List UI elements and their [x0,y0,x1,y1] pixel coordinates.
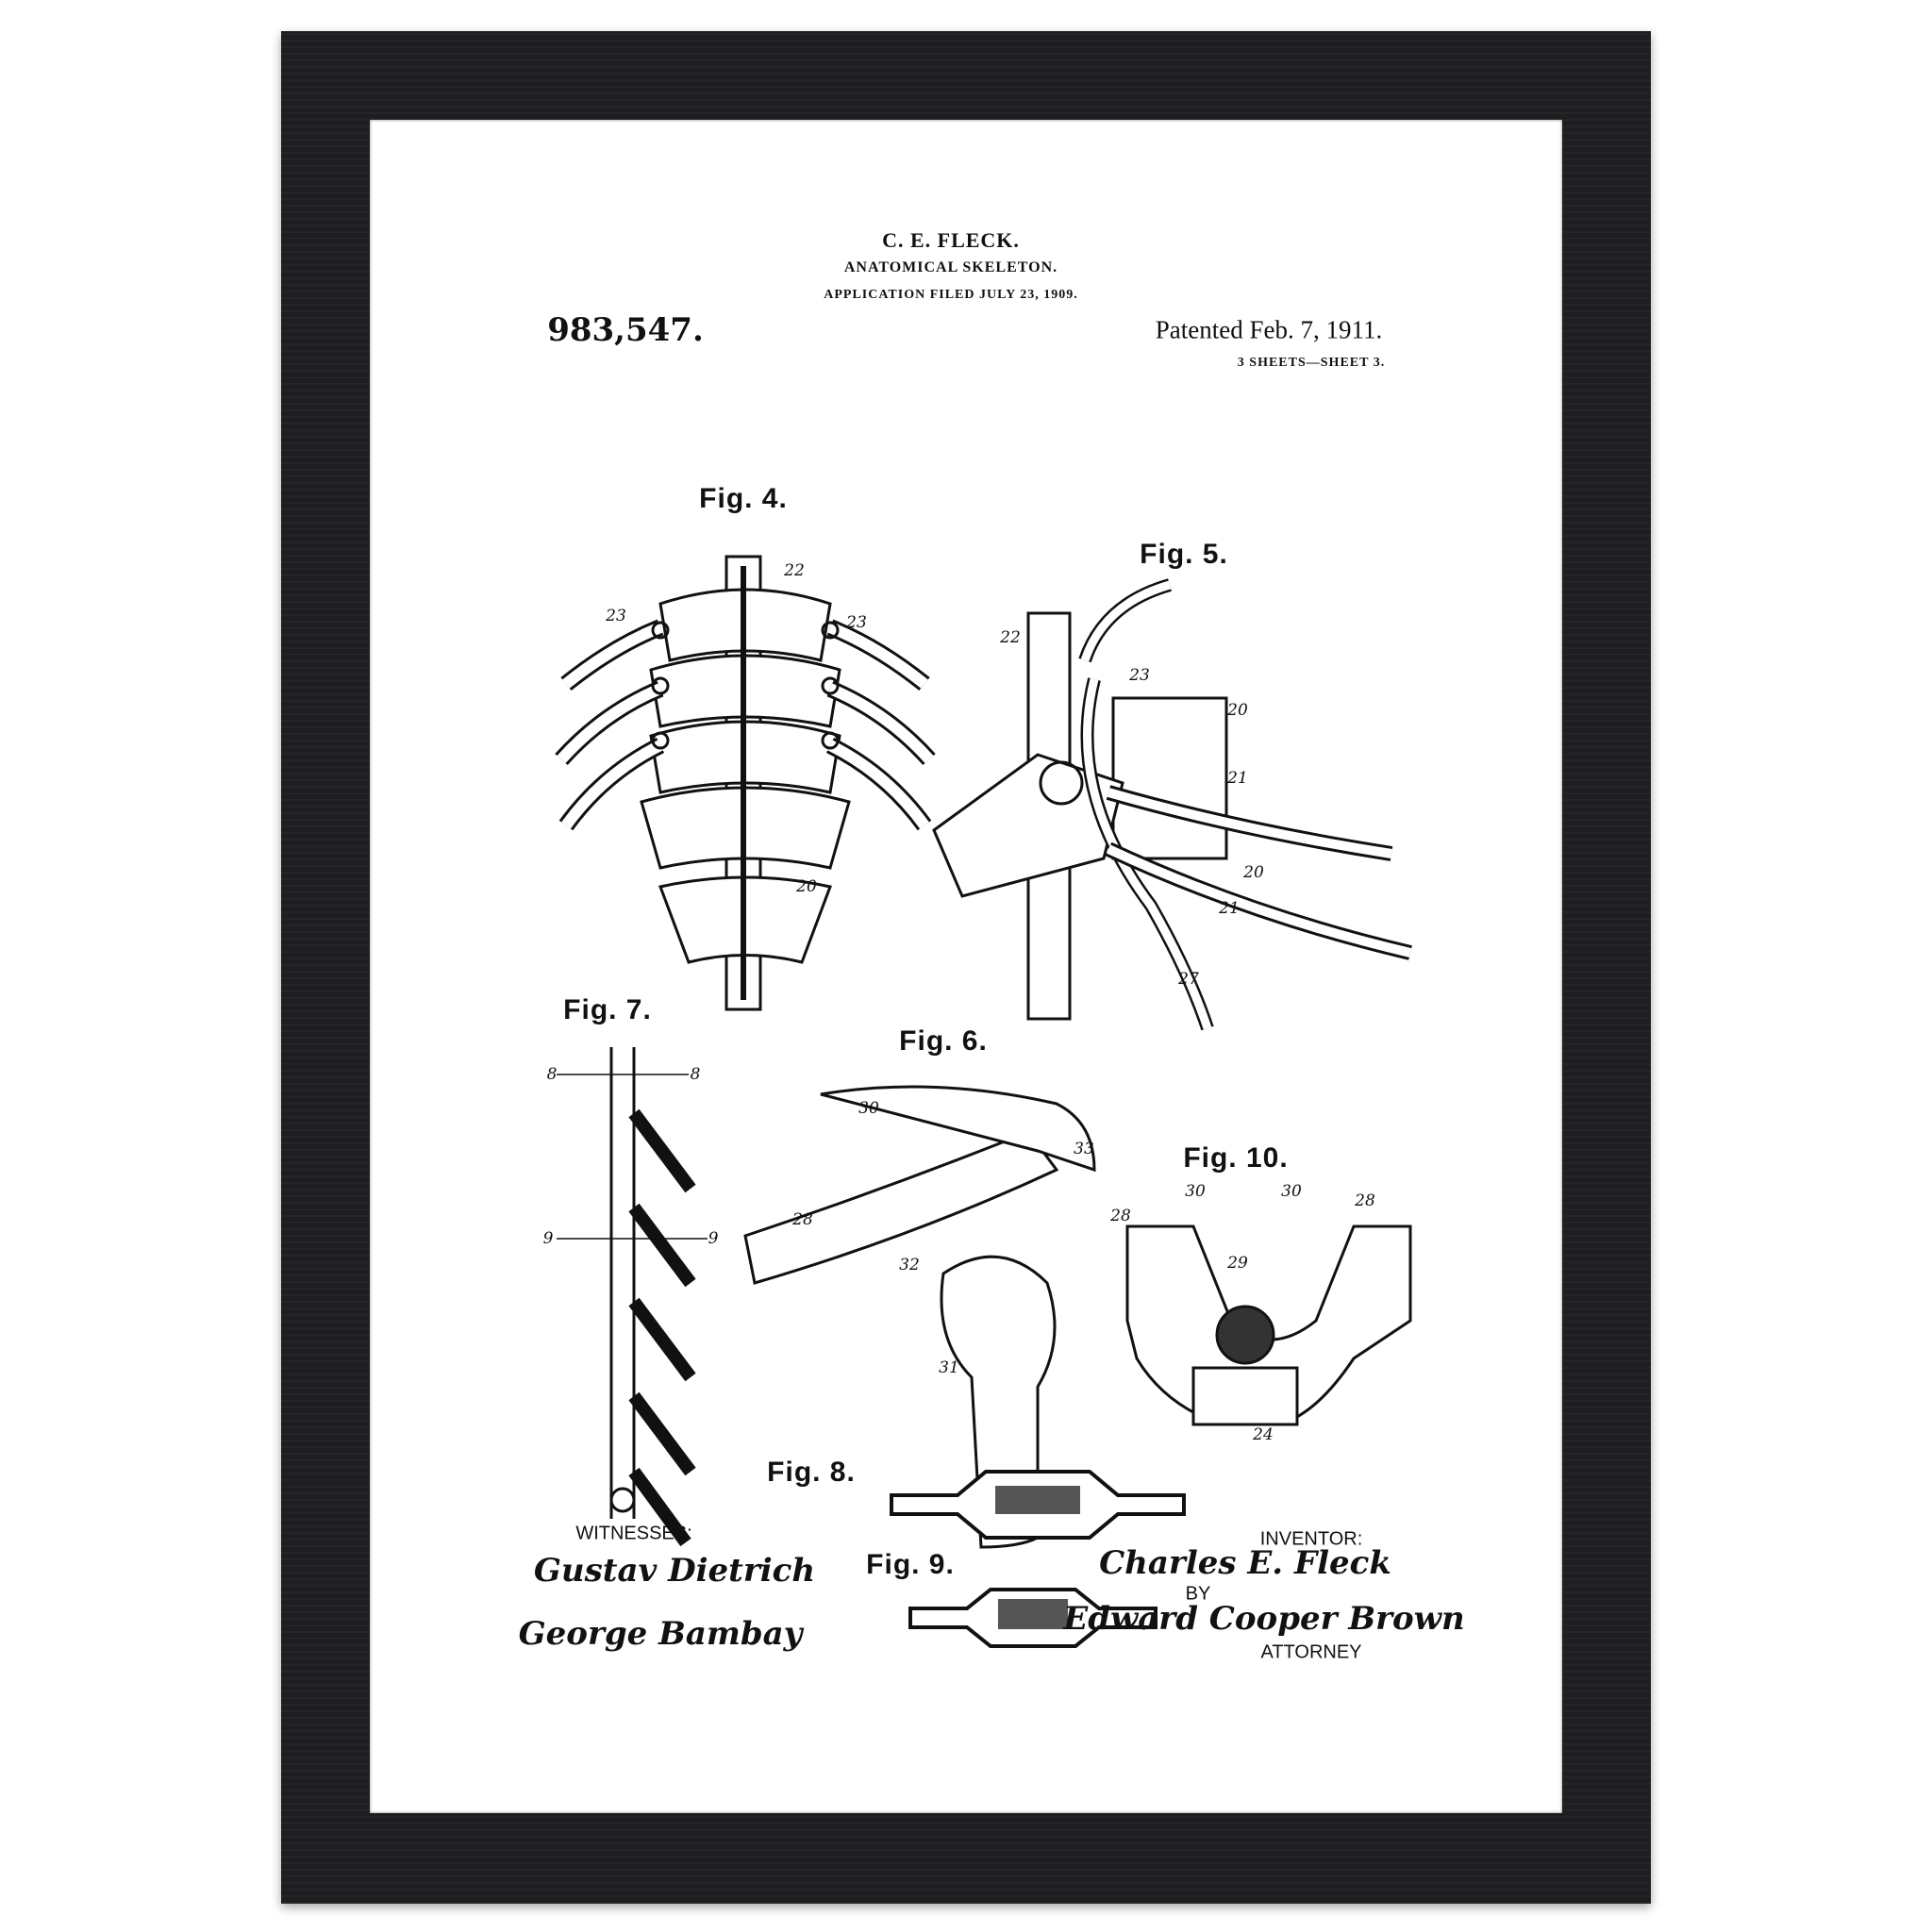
ref-numeral: 32 [899,1256,920,1274]
witnesses-label: WITNESSES: [575,1523,692,1544]
inventor-signature: Charles E. Fleck [1099,1544,1391,1582]
ref-numeral: 33 [1074,1140,1094,1158]
ref-numeral: 9 [708,1229,719,1248]
ref-numeral: 23 [846,613,867,632]
fig5-rib-joint-drawing [932,578,1412,1031]
ref-numeral: 8 [690,1065,701,1084]
ref-numeral: 20 [796,877,817,896]
witness-signature-1: Gustav Dietrich [533,1552,816,1590]
print-paper [370,120,1562,1813]
ref-numeral: 30 [1281,1182,1302,1201]
ref-numeral: 20 [1227,701,1248,720]
ref-numeral: 8 [546,1065,558,1084]
fig-7-label: Fig. 7. [563,994,652,1025]
ref-numeral: 27 [1178,970,1199,989]
fig4-spine-drawing [555,555,936,1011]
ref-numeral: 22 [1000,628,1021,647]
ref-numeral: 29 [1227,1254,1248,1273]
patent-title: ANATOMICAL SKELETON. [843,259,1058,275]
ref-numeral: 20 [1243,863,1264,882]
fig-4-label: Fig. 4. [699,483,788,514]
fig9-link-drawing [908,1588,1158,1648]
fig-8-label: Fig. 8. [767,1457,856,1488]
inventor-name: C. E. FLECK. [882,228,1020,252]
fig-5-label: Fig. 5. [1140,539,1228,570]
inventor-label: INVENTOR: [1259,1528,1363,1550]
attorney-label: ATTORNEY [1260,1641,1362,1663]
fig7-chain-drawing [557,1047,708,1547]
fig-10-label: Fig. 10. [1183,1142,1289,1174]
ref-numeral: 23 [606,607,626,625]
by-label: BY [1185,1583,1211,1605]
ref-numeral: 28 [1110,1207,1131,1225]
ref-numeral: 21 [1227,769,1248,788]
attorney-signature: Edward Cooper Brown [1063,1600,1465,1638]
ref-numeral: 23 [1129,666,1150,685]
ref-numeral: 21 [1219,899,1240,918]
fig-6-label: Fig. 6. [899,1025,988,1057]
fig10-socket-drawing [1125,1224,1412,1426]
ref-numeral: 22 [784,561,805,580]
application-date: APPLICATION FILED JULY 23, 1909. [824,288,1078,302]
ref-numeral: 28 [1355,1191,1375,1210]
ref-numeral: 28 [792,1210,813,1229]
ref-numeral: 24 [1253,1425,1274,1444]
fig8-link-drawing [890,1470,1186,1540]
patented-date: Patented Feb. 7, 1911. [1155,315,1383,344]
patent-number: 983,547. [547,311,704,349]
fig-9-label: Fig. 9. [866,1549,955,1580]
ref-numeral: 9 [542,1229,554,1248]
ref-numeral: 30 [858,1099,879,1118]
ref-numeral: 31 [939,1358,959,1377]
ref-numeral: 30 [1185,1182,1206,1201]
sheet-info: 3 SHEETS—SHEET 3. [1237,356,1386,370]
witness-signature-2: George Bambay [518,1615,803,1653]
